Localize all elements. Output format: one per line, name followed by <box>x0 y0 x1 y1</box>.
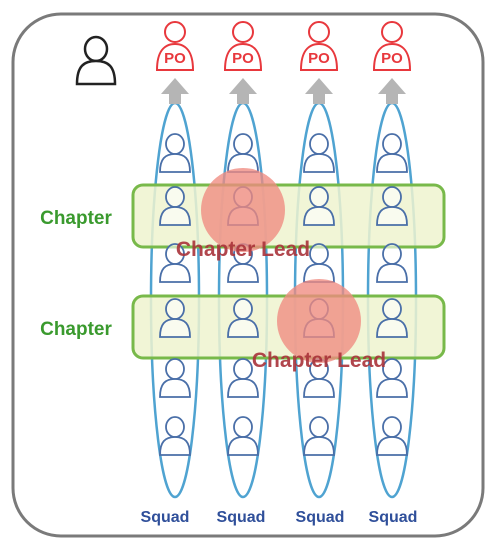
chapter-label: Chapter <box>40 319 112 340</box>
product-owner-icon: PO <box>299 21 339 71</box>
squad-member-icon <box>227 416 259 456</box>
squad-member-icon <box>159 416 191 456</box>
squad-member-icon <box>303 186 335 226</box>
squad-member-icon <box>159 298 191 338</box>
chapter-lead-label: Chapter Lead <box>252 349 386 372</box>
squad-member-icon <box>376 243 408 283</box>
squad-member-icon <box>376 186 408 226</box>
product-owner-icon: PO <box>155 21 195 71</box>
squad-member-icon <box>227 298 259 338</box>
squad-member-icon <box>303 133 335 173</box>
chapter-label: Chapter <box>40 208 112 229</box>
chapter-lead-label: Chapter Lead <box>176 238 310 261</box>
product-owner-icon: PO <box>223 21 263 71</box>
po-label: PO <box>232 50 254 67</box>
po-label: PO <box>164 50 186 67</box>
squad-label: Squad <box>369 509 418 526</box>
squad-member-icon <box>376 298 408 338</box>
squad-member-icon <box>303 243 335 283</box>
arrow-up-icon <box>229 78 257 104</box>
person-icon <box>75 35 117 86</box>
squad-member-icon <box>376 133 408 173</box>
po-label: PO <box>308 50 330 67</box>
squad-member-icon <box>159 358 191 398</box>
squad-member-icon <box>159 186 191 226</box>
product-owner-icon: PO <box>372 21 412 71</box>
squad-member-icon <box>376 416 408 456</box>
squad-member-icon <box>159 133 191 173</box>
squad-member-icon <box>303 358 335 398</box>
arrow-up-icon <box>161 78 189 104</box>
arrow-up-icon <box>305 78 333 104</box>
squad-member-icon <box>376 358 408 398</box>
arrow-up-icon <box>378 78 406 104</box>
squad-label: Squad <box>141 509 190 526</box>
squad-label: Squad <box>296 509 345 526</box>
squad-member-icon <box>159 243 191 283</box>
squad-member-icon <box>227 358 259 398</box>
chapter-lead-highlight <box>201 168 285 252</box>
squad-label: Squad <box>217 509 266 526</box>
chapter-lead-highlight <box>277 279 361 363</box>
po-label: PO <box>381 50 403 67</box>
squad-member-icon <box>227 133 259 173</box>
squad-member-icon <box>303 416 335 456</box>
